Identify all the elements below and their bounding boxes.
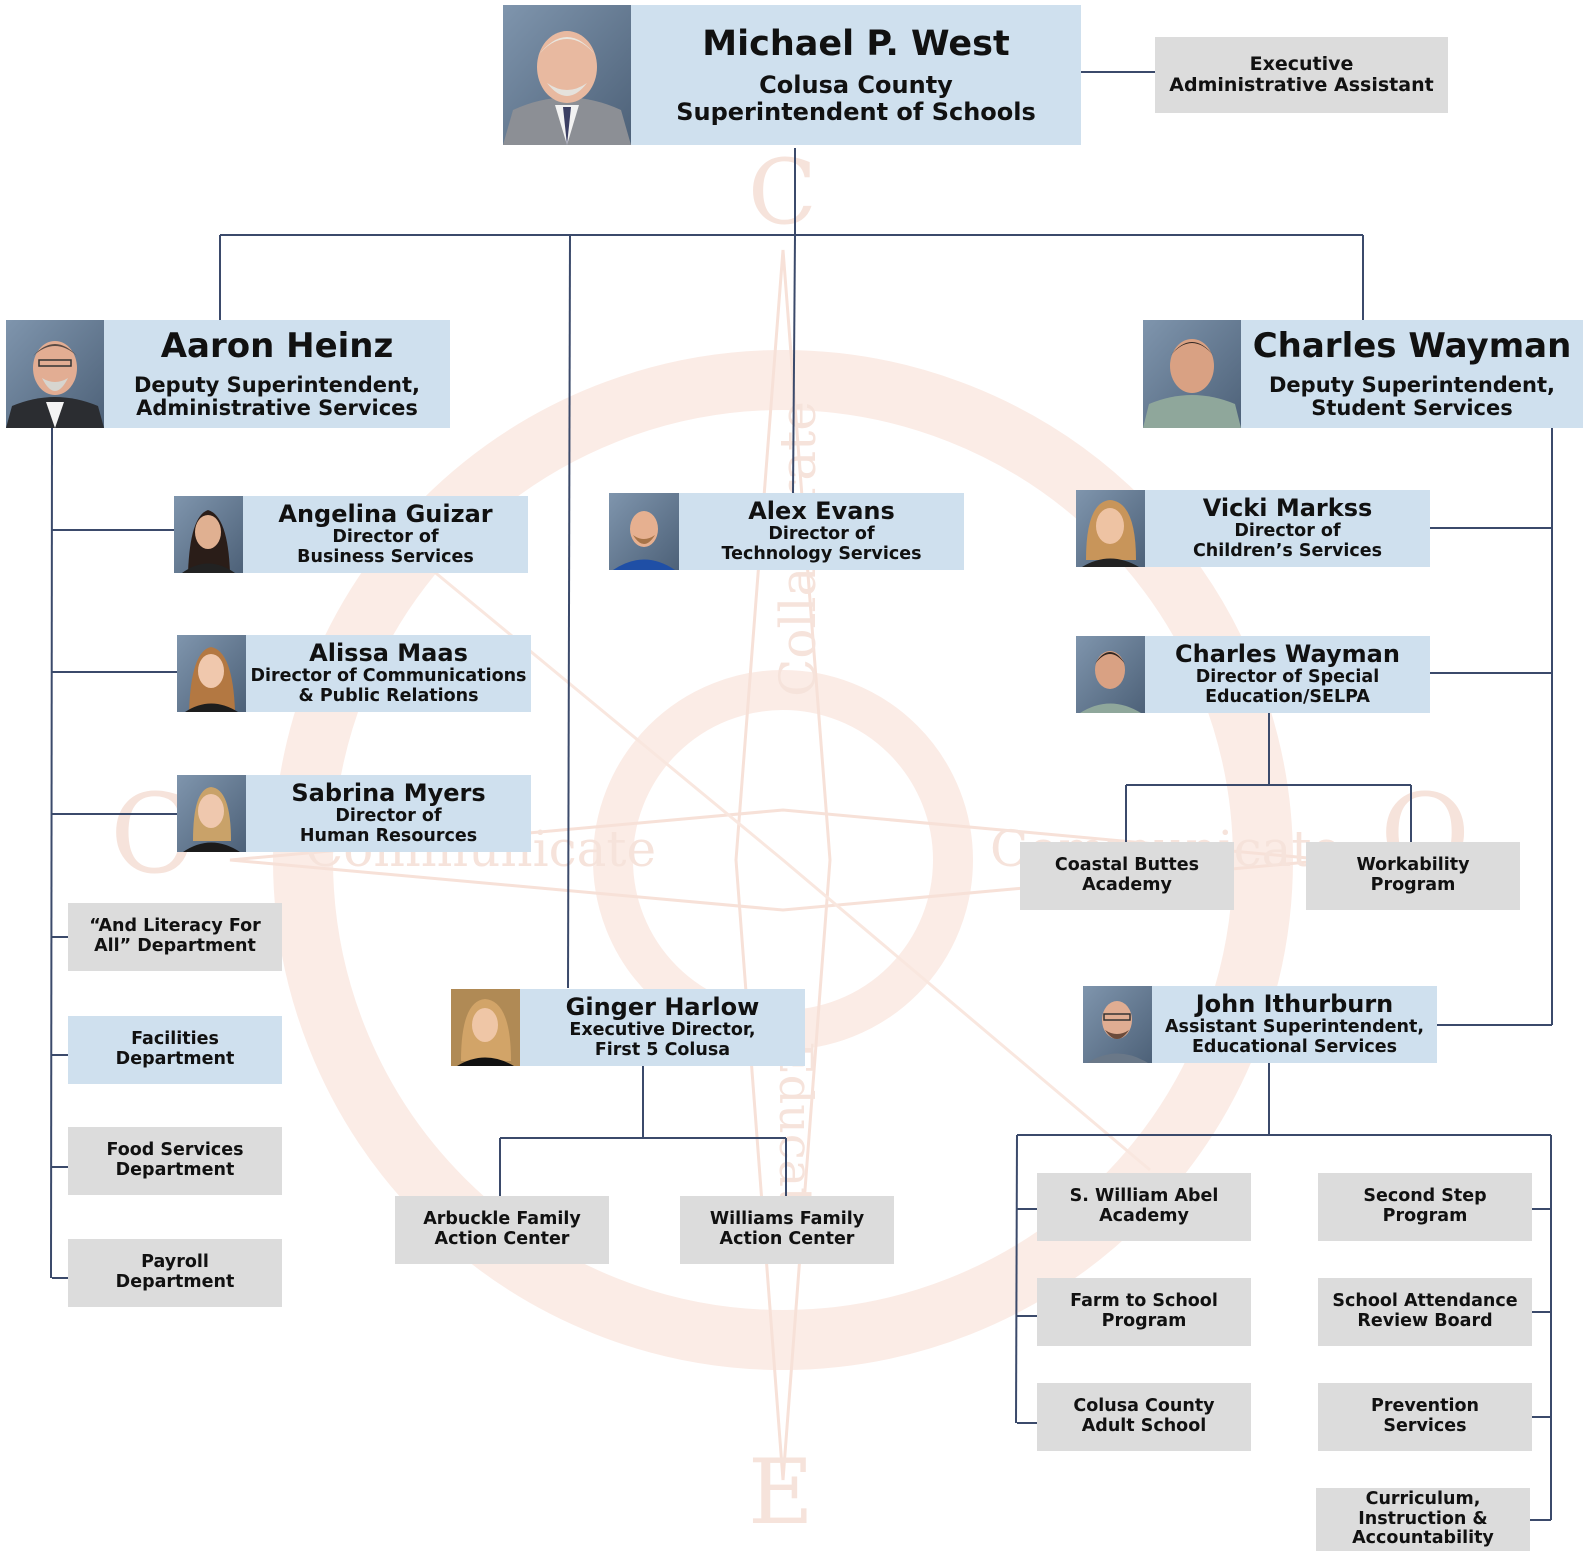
dept-literacy-box: “And Literacy For All” Department <box>68 903 282 971</box>
deputy-student-box: Charles Wayman Deputy Superintendent, St… <box>1241 320 1583 428</box>
prevention-box: Prevention Services <box>1318 1383 1532 1451</box>
dept-facilities-box: Facilities Department <box>68 1016 282 1084</box>
farm-to-school-box: Farm to School Program <box>1037 1278 1251 1346</box>
maas-photo <box>177 635 246 712</box>
ithurburn-photo <box>1083 986 1152 1063</box>
superintendent-photo <box>503 5 631 145</box>
abel-academy-box: S. William Abel Academy <box>1037 1173 1251 1241</box>
guizar-name: Angelina Guizar <box>278 500 493 529</box>
curriculum-box: Curriculum, Instruction & Accountability <box>1316 1488 1530 1551</box>
executive-assistant-label: Executive Administrative Assistant <box>1169 52 1434 96</box>
sarb-label: School Attendance Review Board <box>1332 1291 1518 1331</box>
deputy-student-title: Deputy Superintendent, Student Services <box>1268 372 1556 421</box>
evans-box: Alex Evans Director of Technology Servic… <box>679 493 964 570</box>
harlow-photo <box>451 989 520 1066</box>
dept-facilities-label: Facilities Department <box>115 1029 235 1069</box>
guizar-photo <box>174 496 243 573</box>
maas-title: Director of Communications & Public Rela… <box>250 666 527 706</box>
wayman-sped-photo <box>1076 636 1145 713</box>
myers-box: Sabrina Myers Director of Human Resource… <box>246 775 531 852</box>
dept-food-services-box: Food Services Department <box>68 1127 282 1195</box>
second-step-box: Second Step Program <box>1318 1173 1532 1241</box>
deputy-student-photo <box>1143 320 1241 428</box>
deputy-admin-box: Aaron Heinz Deputy Superintendent, Admin… <box>104 320 450 428</box>
abel-academy-label: S. William Abel Academy <box>1069 1186 1219 1226</box>
deputy-student-name: Charles Wayman <box>1252 326 1572 367</box>
markss-title: Director of Children’s Services <box>1192 521 1383 561</box>
myers-title: Director of Human Resources <box>299 806 478 846</box>
guizar-title: Director of Business Services <box>297 527 474 567</box>
adult-school-label: Colusa County Adult School <box>1073 1396 1215 1436</box>
guizar-box: Angelina Guizar Director of Business Ser… <box>243 496 528 573</box>
evans-name: Alex Evans <box>748 497 895 526</box>
watermark-letter-bottom: E <box>748 1440 814 1545</box>
arbuckle-label: Arbuckle Family Action Center <box>423 1209 581 1249</box>
harlow-title: Executive Director, First 5 Colusa <box>569 1020 756 1060</box>
williams-label: Williams Family Action Center <box>709 1209 865 1249</box>
deputy-admin-title: Deputy Superintendent, Administrative Se… <box>133 372 421 421</box>
dept-payroll-box: Payroll Department <box>68 1239 282 1307</box>
evans-photo <box>609 493 679 570</box>
myers-photo <box>177 775 246 852</box>
superintendent-title: Colusa County Superintendent of Schools <box>676 70 1036 126</box>
arbuckle-box: Arbuckle Family Action Center <box>395 1196 609 1264</box>
harlow-box: Ginger Harlow Executive Director, First … <box>520 989 805 1066</box>
sarb-box: School Attendance Review Board <box>1318 1278 1532 1346</box>
coastal-buttes-box: Coastal Buttes Academy <box>1020 842 1234 910</box>
maas-box: Alissa Maas Director of Communications &… <box>246 635 531 712</box>
deputy-admin-photo <box>6 320 104 428</box>
deputy-admin-name: Aaron Heinz <box>160 326 394 367</box>
markss-photo <box>1076 490 1145 567</box>
dept-literacy-label: “And Literacy For All” Department <box>89 916 261 956</box>
adult-school-box: Colusa County Adult School <box>1037 1383 1251 1451</box>
watermark-letter-top: C <box>748 140 817 245</box>
workability-label: Workability Program <box>1356 855 1470 895</box>
wayman-sped-title: Director of Special Education/SELPA <box>1195 667 1380 707</box>
dept-food-services-label: Food Services Department <box>106 1140 244 1180</box>
ithurburn-name: John Ithurburn <box>1195 990 1394 1019</box>
farm-to-school-label: Farm to School Program <box>1070 1291 1218 1331</box>
superintendent-box: Michael P. West Colusa County Superinten… <box>631 5 1081 145</box>
second-step-label: Second Step Program <box>1363 1186 1487 1226</box>
williams-box: Williams Family Action Center <box>680 1196 894 1264</box>
curriculum-label: Curriculum, Instruction & Accountability <box>1352 1489 1494 1549</box>
workability-box: Workability Program <box>1306 842 1520 910</box>
myers-name: Sabrina Myers <box>291 779 486 808</box>
prevention-label: Prevention Services <box>1371 1396 1479 1436</box>
ithurburn-box: John Ithurburn Assistant Superintendent,… <box>1152 986 1437 1063</box>
wayman-sped-name: Charles Wayman <box>1175 640 1400 669</box>
executive-assistant-box: Executive Administrative Assistant <box>1155 37 1448 113</box>
dept-payroll-label: Payroll Department <box>115 1252 235 1292</box>
ithurburn-title: Assistant Superintendent, Educational Se… <box>1165 1017 1424 1057</box>
harlow-name: Ginger Harlow <box>565 993 760 1022</box>
coastal-buttes-label: Coastal Buttes Academy <box>1054 855 1200 895</box>
superintendent-name: Michael P. West <box>702 23 1010 64</box>
evans-title: Director of Technology Services <box>721 524 922 564</box>
maas-name: Alissa Maas <box>309 639 468 668</box>
markss-box: Vicki Markss Director of Children’s Serv… <box>1145 490 1430 567</box>
markss-name: Vicki Markss <box>1202 494 1373 523</box>
wayman-sped-box: Charles Wayman Director of Special Educa… <box>1145 636 1430 713</box>
